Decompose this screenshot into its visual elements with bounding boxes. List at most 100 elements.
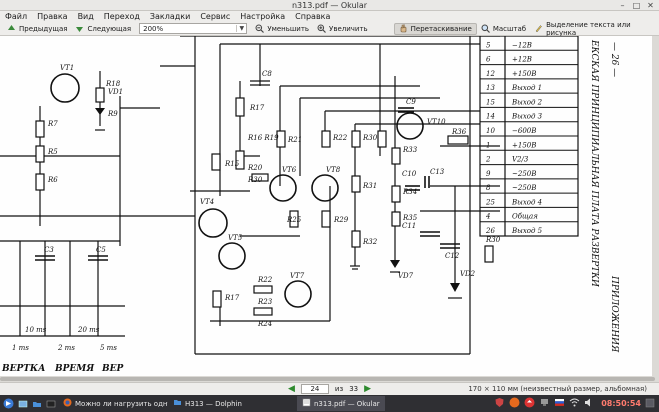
zoom-in-icon: [317, 24, 326, 33]
table-row-number: 26: [485, 227, 495, 235]
menu-tools[interactable]: Сервис: [200, 12, 231, 21]
close-icon[interactable]: ✕: [647, 1, 654, 10]
svg-text:R35: R35: [402, 214, 418, 222]
minimize-icon[interactable]: –: [620, 1, 625, 10]
page-number-input[interactable]: 24: [300, 384, 329, 394]
label-ver: ВЕР: [101, 364, 123, 374]
menu-go[interactable]: Переход: [103, 12, 140, 21]
label-vt5: VT5: [228, 234, 243, 242]
svg-text:C5: C5: [96, 246, 106, 254]
svg-text:20 ms: 20 ms: [77, 326, 100, 334]
next-page-arrow-icon[interactable]: ▶: [364, 384, 372, 394]
previous-page-button[interactable]: Предыдущая: [3, 23, 71, 35]
label-vt6: VT6: [282, 166, 297, 174]
menu-file[interactable]: Файл: [5, 12, 28, 21]
svg-text:R34: R34: [402, 188, 417, 196]
show-desktop-icon[interactable]: [645, 398, 655, 410]
menu-edit[interactable]: Правка: [37, 12, 68, 21]
toolbar: Предыдущая Следующая 200% ▼ Уменьшить Ув…: [0, 20, 659, 37]
svg-text:C3: C3: [44, 246, 54, 254]
svg-text:2 ms: 2 ms: [57, 344, 75, 352]
table-row-label: −600В: [512, 127, 536, 135]
task-okular[interactable]: n313.pdf — Okular: [296, 396, 385, 411]
side-caption: ЕКСКАЯ ПРИНЦИПИАЛЬНАЯ ПЛАТА РАЗВЕРТКИ: [589, 39, 599, 287]
transistor-vt1: [50, 73, 80, 103]
zoom-in-label: Увеличить: [329, 24, 368, 33]
firefox-tray-icon[interactable]: [509, 397, 520, 410]
prev-page-arrow-icon[interactable]: ◀: [288, 384, 295, 394]
clock[interactable]: 08:50:54: [601, 399, 641, 408]
zoom-out-button[interactable]: Уменьшить: [251, 23, 313, 35]
wifi-icon[interactable]: [569, 397, 580, 410]
vertical-scrollbar[interactable]: [652, 36, 659, 376]
transistor-vt4: [198, 208, 228, 238]
menu-view[interactable]: Вид: [77, 12, 94, 21]
zoom-out-icon: [255, 24, 265, 33]
table-row-number: 5: [486, 41, 491, 49]
menu-bookmarks[interactable]: Закладки: [149, 12, 191, 21]
table-row-label: +12В: [512, 56, 532, 64]
horizontal-scrollbar[interactable]: [0, 376, 659, 382]
menu-settings[interactable]: Настройка: [240, 12, 286, 21]
folder-icon-small: [173, 398, 182, 409]
table-row-label: Выход 4: [511, 198, 542, 206]
menu-help[interactable]: Справка: [295, 12, 331, 21]
shield-icon[interactable]: [494, 397, 505, 410]
drag-mode-label: Перетаскивание: [410, 24, 472, 33]
volume-icon[interactable]: [584, 397, 595, 410]
svg-text:R6: R6: [47, 176, 58, 184]
svg-text:R32: R32: [362, 238, 378, 246]
drag-mode-button[interactable]: Перетаскивание: [393, 22, 477, 35]
label-time: ВРЕМЯ: [54, 364, 95, 374]
okular-icon: [302, 398, 311, 409]
update-icon[interactable]: [524, 397, 535, 410]
table-row-label: V2/3: [512, 156, 529, 164]
task-dolphin[interactable]: Н313 — Dolphin: [168, 396, 247, 411]
task-browser[interactable]: Можно ли нагрузить одну: [58, 396, 168, 411]
table-row-number: 2: [485, 156, 491, 164]
table-row-number: 12: [486, 70, 495, 78]
svg-text:R15: R15: [224, 160, 240, 168]
maximize-icon[interactable]: □: [632, 1, 641, 10]
table-row-label: −12В: [512, 41, 532, 49]
next-page-label: Следующая: [87, 24, 132, 33]
svg-text:R31: R31: [362, 182, 377, 190]
keyboard-layout-icon[interactable]: [554, 397, 565, 410]
app-menu-icon[interactable]: [0, 396, 16, 411]
arrow-up-icon: [7, 24, 16, 33]
table-row-label: ~250В: [512, 170, 536, 178]
page-bar: ◀ 24 из 33 ▶ 170 × 110 мм (неизвестный р…: [0, 382, 659, 395]
zoom-in-button[interactable]: Увеличить: [313, 23, 372, 35]
terminal-icon[interactable]: [44, 396, 58, 411]
zoom-select[interactable]: 200% ▼: [139, 23, 248, 34]
next-page-button[interactable]: Следующая: [71, 23, 135, 35]
hand-icon: [399, 24, 408, 33]
zoom-value: 200%: [143, 24, 164, 33]
folder-icon[interactable]: [30, 396, 44, 411]
label-sweep: ВЕРТКА: [1, 364, 45, 374]
scale-label: Масштаб: [492, 24, 527, 33]
text-select-icon: [534, 24, 543, 33]
page-mark: — 26 —: [609, 42, 619, 77]
text-select-label: Выделение текста или рисунка: [546, 20, 631, 37]
table-row-label: +150В: [512, 70, 536, 78]
svg-text:R20: R20: [247, 164, 263, 172]
svg-text:VD1: VD1: [108, 88, 123, 96]
scale-button[interactable]: Масштаб: [477, 23, 530, 35]
svg-text:1 ms: 1 ms: [12, 344, 29, 352]
label-vt4: VT4: [200, 198, 214, 206]
horizontal-scrollbar-thumb[interactable]: [0, 377, 655, 381]
taskbar: Можно ли нагрузить одну Н313 — Dolphin n…: [0, 395, 659, 412]
network-icon[interactable]: [539, 397, 550, 410]
chevron-down-icon[interactable]: ▼: [236, 25, 246, 32]
text-select-button[interactable]: Выделение текста или рисунка: [530, 20, 659, 37]
arrow-down-icon: [75, 24, 84, 33]
svg-text:R17: R17: [224, 294, 240, 302]
task-browser-label: Можно ли нагрузить одну: [75, 399, 168, 408]
table-row-label: +150В: [512, 141, 536, 149]
svg-text:R29: R29: [333, 216, 349, 224]
svg-text:R25: R25: [286, 216, 302, 224]
zoom-out-label: Уменьшить: [267, 24, 310, 33]
desktop-icon[interactable]: [16, 396, 30, 411]
